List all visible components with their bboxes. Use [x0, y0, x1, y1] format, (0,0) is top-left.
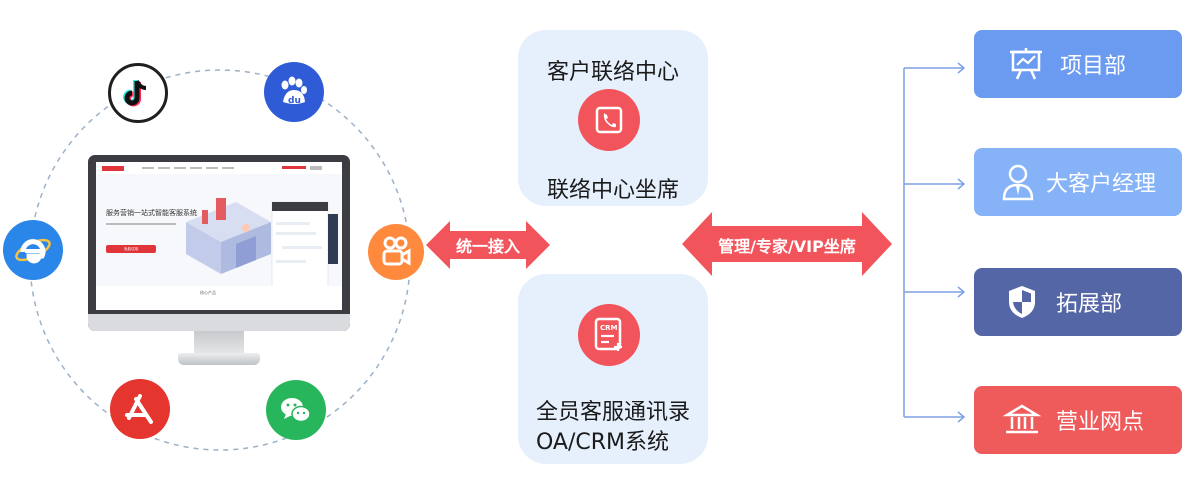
management-label: 管理/专家/VIP坐席 [718, 237, 856, 256]
dept-label: 营业网点 [1056, 410, 1145, 435]
crm-icon-text: CRM [600, 324, 618, 332]
dept-label: 项目部 [1060, 54, 1127, 79]
unified-access-arrow [426, 221, 550, 269]
management-arrow [682, 212, 892, 276]
directory-title: 全员客服通讯录 [535, 400, 690, 425]
monitor-chin [88, 314, 350, 331]
dept-label: 拓展部 [1056, 292, 1123, 317]
dept-project: 项目部 [974, 30, 1182, 98]
oa-crm-title: OA/CRM系统 [536, 430, 670, 455]
branch-lines [903, 62, 966, 423]
website-hero-title: 服务营销一站式智能客服系统 [106, 209, 197, 217]
dept-branch-outlets: 营业网点 [974, 386, 1182, 454]
dept-label: 大客户经理 [1046, 172, 1157, 197]
unified-access-label: 统一接入 [455, 237, 520, 256]
website-hero-button: 免费试用 [106, 245, 156, 253]
website-hero-subtitle [106, 222, 176, 228]
ie-browser-icon [3, 220, 63, 280]
website-screenshot [96, 162, 342, 310]
dept-expansion: 拓展部 [974, 268, 1182, 336]
dept-key-account: 大客户经理 [974, 148, 1182, 216]
presentation-board-icon [1006, 44, 1046, 84]
monitor-base [178, 353, 260, 365]
svg-text:du: du [288, 96, 301, 106]
phone-icon [578, 89, 640, 151]
user-manager-icon [998, 162, 1038, 202]
kuaishou-icon [368, 224, 424, 280]
crm-document-icon: CRM [578, 304, 640, 366]
contact-center-agents: 联络中心坐席 [546, 178, 679, 203]
baidu-icon: du [264, 62, 324, 122]
website-footer-label: 核心产品 [200, 290, 216, 295]
wechat-icon [266, 380, 326, 440]
app-store-icon [110, 379, 170, 439]
bank-building-icon [1002, 400, 1042, 440]
contact-center-title: 客户联络中心 [546, 60, 679, 85]
monitor-stand [194, 331, 244, 355]
shield-icon [1002, 282, 1042, 322]
tiktok-icon [108, 63, 168, 123]
